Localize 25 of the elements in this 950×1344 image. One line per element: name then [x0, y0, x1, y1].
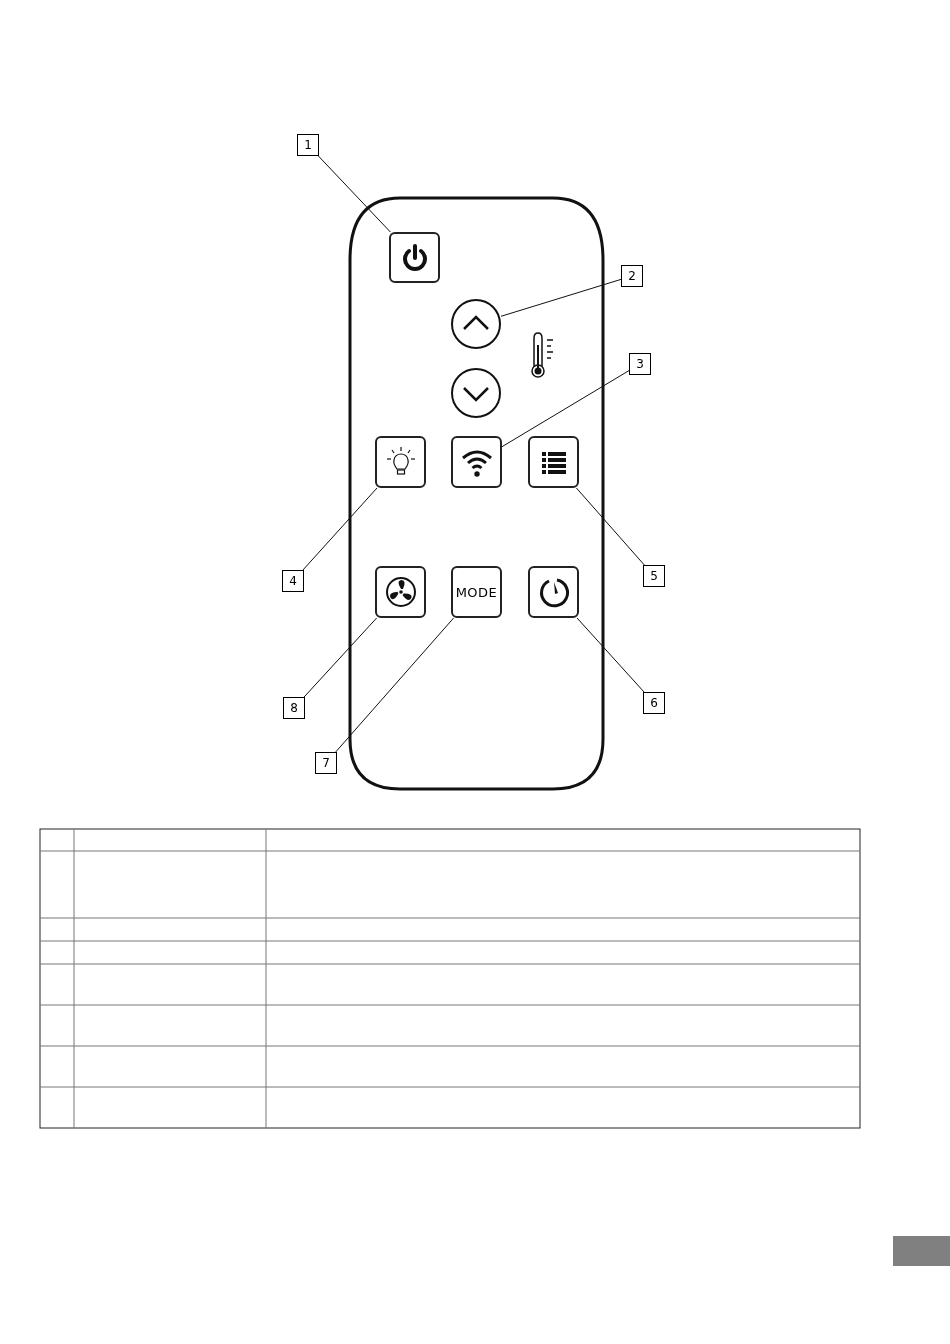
leader-line	[500, 278, 622, 317]
leader-line	[501, 370, 630, 448]
callout-number: 8	[283, 697, 305, 719]
leader-line	[302, 487, 378, 571]
callout-number: 1	[297, 134, 319, 156]
mode-button: MODE	[451, 566, 502, 618]
down-button	[451, 368, 501, 418]
timer-button	[528, 566, 579, 618]
leader-line	[575, 487, 645, 566]
callout-number: 7	[315, 752, 337, 774]
list-button	[528, 436, 579, 488]
up-button	[451, 299, 501, 349]
leader-line	[576, 617, 645, 693]
callout-number: 2	[621, 265, 643, 287]
callout-number: 4	[282, 570, 304, 592]
leader-line	[317, 155, 391, 233]
wifi-button	[451, 436, 502, 488]
fan-button	[375, 566, 426, 618]
callout-number: 6	[643, 692, 665, 714]
power-button	[389, 232, 440, 283]
callout-number: 3	[629, 353, 651, 375]
leader-line	[303, 617, 378, 698]
callout-number: 5	[643, 565, 665, 587]
bulb-button	[375, 436, 426, 488]
leader-line	[335, 617, 455, 753]
